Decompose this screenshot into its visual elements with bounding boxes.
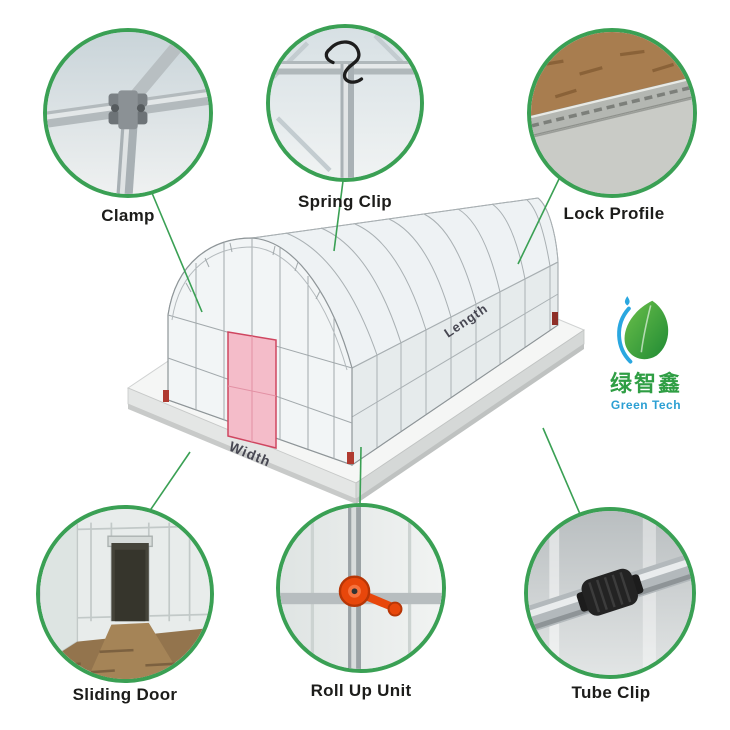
roll-up-unit-photo [280,507,442,669]
brand-logo: 绿智鑫 Green Tech [588,292,704,412]
corner-fittings [163,312,558,464]
callout-lock-profile [527,28,697,198]
callout-sliding-door [36,505,214,683]
roof-ribs [251,197,559,369]
roll-up-unit-label: Roll Up Unit [310,681,412,700]
leaf-icon [617,296,669,364]
logo-chinese-text: 绿智鑫 [609,371,682,396]
spring-clip-photo [270,28,420,178]
sliding-door-label: Sliding Door [72,685,178,704]
callout-clamp [43,28,213,198]
callout-spring-clip [266,24,424,182]
callout-roll-up-unit [276,503,446,673]
tube-clip-photo [528,511,692,675]
side-wall-studs [351,266,559,466]
lock-profile-photo [531,32,693,194]
lock-profile-label: Lock Profile [563,204,665,223]
callout-connector-lines [148,178,581,515]
logo-english-text: Green Tech [610,398,682,413]
clamp-label: Clamp [101,206,155,225]
callout-tube-clip [524,507,696,679]
clamp-photo [47,32,209,194]
tube-clip-label: Tube Clip [571,683,651,702]
front-door [227,331,277,449]
sliding-door-photo [40,509,210,679]
spring-clip-label: Spring Clip [298,192,392,211]
